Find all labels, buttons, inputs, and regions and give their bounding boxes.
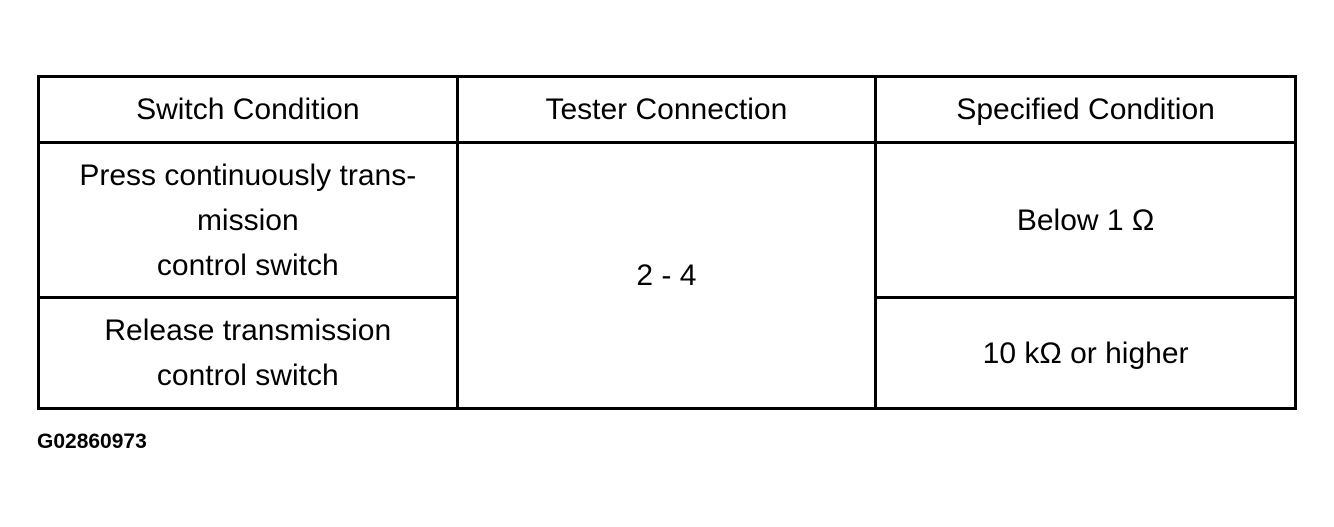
specification-table: Switch Condition Tester Connection Speci… bbox=[37, 75, 1297, 410]
table-header-row: Switch Condition Tester Connection Speci… bbox=[37, 75, 1297, 144]
table-row: Release transmission control switch 10 k… bbox=[37, 296, 1297, 410]
figure-id-label: G02860973 bbox=[37, 430, 147, 453]
header-specified-condition: Specified Condition bbox=[874, 75, 1297, 144]
switch-condition-cell: Release transmission control switch bbox=[37, 296, 459, 410]
switch-condition-cell: Press continuously trans- mission contro… bbox=[37, 141, 459, 299]
specified-condition-text: Below 1 Ω bbox=[1016, 203, 1155, 237]
header-tester-connection: Tester Connection bbox=[455, 75, 878, 144]
specified-condition-text: 10 kΩ or higher bbox=[982, 336, 1189, 370]
specified-condition-cell: 10 kΩ or higher bbox=[874, 296, 1297, 410]
specified-condition-cell: Below 1 Ω bbox=[874, 141, 1297, 299]
header-switch-condition: Switch Condition bbox=[37, 75, 459, 144]
switch-condition-text: Release transmission control switch bbox=[104, 314, 392, 392]
switch-condition-text: Press continuously trans- mission contro… bbox=[79, 158, 417, 282]
table-row: Press continuously trans- mission contro… bbox=[37, 141, 1297, 410]
tester-connection-cell: 2 - 4 bbox=[455, 141, 878, 410]
tester-connection-text: 2 - 4 bbox=[636, 259, 697, 292]
